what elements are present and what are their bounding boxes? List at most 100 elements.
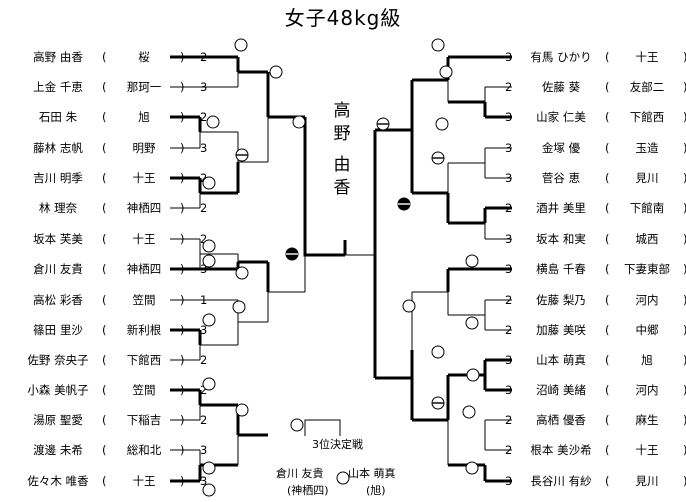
entry-score: 2 <box>200 201 208 215</box>
entry-name: 高野 由香 <box>33 50 83 64</box>
open-paren: ( <box>102 353 107 367</box>
open-paren: ( <box>605 262 610 276</box>
entry-school: 玉造 <box>635 141 659 155</box>
entry-school: 十王 <box>132 232 156 246</box>
entry-name: 篠田 里沙 <box>33 323 83 337</box>
open-paren: ( <box>605 413 610 427</box>
entry-school: 旭 <box>138 110 150 124</box>
entry-name: 金塚 優 <box>541 141 581 155</box>
close-paren: ) <box>683 352 686 368</box>
entry-school: 神栖四 <box>126 201 162 215</box>
result-mark-icon <box>336 471 350 485</box>
close-paren: ) <box>683 261 686 277</box>
entry-school: 笠間 <box>132 293 156 307</box>
open-paren: ( <box>102 443 107 457</box>
entry-school: 十王 <box>132 474 156 488</box>
close-paren: ) <box>683 322 686 338</box>
close-paren: ) <box>683 473 686 489</box>
entry-name: 菅谷 恵 <box>541 171 581 185</box>
entry-school: 下館西 <box>629 110 665 124</box>
result-mark-icon <box>435 117 449 131</box>
entry-name: 佐野 奈央子 <box>27 353 89 367</box>
champion-char: 高 <box>333 101 351 121</box>
entry-name: 長谷川 有紗 <box>530 474 592 488</box>
result-mark-icon <box>235 403 249 417</box>
result-mark-icon <box>431 38 445 52</box>
entry-name: 高松 彩香 <box>33 293 83 307</box>
entry-name: 沼崎 美緒 <box>536 383 586 397</box>
entry-school: 総和北 <box>126 443 162 457</box>
entry-school: 麻生 <box>635 413 659 427</box>
entry-school: 十王 <box>635 50 659 64</box>
entry-score: 3 <box>200 141 208 155</box>
result-mark-icon <box>202 313 216 327</box>
open-paren: ( <box>605 293 610 307</box>
result-mark-icon <box>235 266 249 280</box>
entry-name: 石田 朱 <box>38 110 78 124</box>
entry-name: 上金 千恵 <box>33 80 83 94</box>
result-mark-icon <box>431 345 445 359</box>
entry-name: 坂本 和実 <box>536 232 586 246</box>
open-paren: ( <box>102 413 107 427</box>
result-mark-icon <box>292 115 306 129</box>
entry-school: 十王 <box>635 443 659 457</box>
entry-name: 山家 仁美 <box>536 110 586 124</box>
entry-name: 吉川 明季 <box>33 171 83 185</box>
open-paren: ( <box>605 50 610 64</box>
entry-school: 下館南 <box>629 201 665 215</box>
result-mark-icon <box>234 38 248 52</box>
entry-school: 友部二 <box>629 80 665 94</box>
open-paren: ( <box>605 474 610 488</box>
entry-score: 2 <box>200 110 208 124</box>
close-paren: ) <box>683 442 686 458</box>
entry-name: 高栖 優香 <box>536 413 586 427</box>
entry-school: 河内 <box>635 293 659 307</box>
result-mark-icon <box>465 254 479 268</box>
bracket-line <box>304 419 341 436</box>
result-mark-icon <box>290 418 304 432</box>
result-mark-icon <box>202 483 216 497</box>
entry-school: 旭 <box>641 353 653 367</box>
open-paren: ( <box>605 353 610 367</box>
third-place-right-school: (旭) <box>366 484 386 497</box>
right-entry: 横島 千春(下妻東部)3 <box>505 261 686 277</box>
entry-school: 神栖四 <box>126 262 162 276</box>
close-paren: ) <box>683 292 686 308</box>
close-paren: ) <box>683 382 686 398</box>
open-paren: ( <box>605 141 610 155</box>
entry-name: 根本 美沙希 <box>530 443 592 457</box>
open-paren: ( <box>605 171 610 185</box>
entry-school: 那珂一 <box>126 80 162 94</box>
entry-score: 2 <box>200 171 208 185</box>
entry-score: 2 <box>200 413 208 427</box>
open-paren: ( <box>605 383 610 397</box>
champion-char: 野 <box>333 124 351 144</box>
open-paren: ( <box>605 323 610 337</box>
entry-name: 加藤 美咲 <box>536 323 586 337</box>
entry-name: 佐藤 梨乃 <box>536 293 586 307</box>
open-paren: ( <box>102 50 107 64</box>
result-mark-icon <box>202 239 216 253</box>
entry-school: 新利根 <box>126 323 162 337</box>
entry-name: 坂本 芙美 <box>33 232 83 246</box>
right-entry: 長谷川 有紗(見川)3 <box>505 473 686 489</box>
open-paren: ( <box>102 80 107 94</box>
third-place-right-name: 山本 萌真 <box>348 467 396 480</box>
open-paren: ( <box>102 201 107 215</box>
open-paren: ( <box>102 171 107 185</box>
open-paren: ( <box>605 232 610 246</box>
entry-name: 湯原 聖愛 <box>33 413 83 427</box>
entry-name: 山本 萌真 <box>536 353 586 367</box>
third-place-left-school: (神栖四) <box>287 484 329 497</box>
entry-school: 見川 <box>635 171 659 185</box>
third-place-left-name: 倉川 友貴 <box>276 467 324 480</box>
close-paren: ) <box>683 200 686 216</box>
left-entry: 藤林 志帆(明野)3 <box>20 140 220 156</box>
close-paren: ) <box>683 79 686 95</box>
result-mark-icon <box>206 115 220 129</box>
result-mark-icon <box>465 461 479 475</box>
open-paren: ( <box>102 262 107 276</box>
result-mark-icon <box>465 316 479 330</box>
entry-name: 有馬 ひかり <box>530 50 592 64</box>
